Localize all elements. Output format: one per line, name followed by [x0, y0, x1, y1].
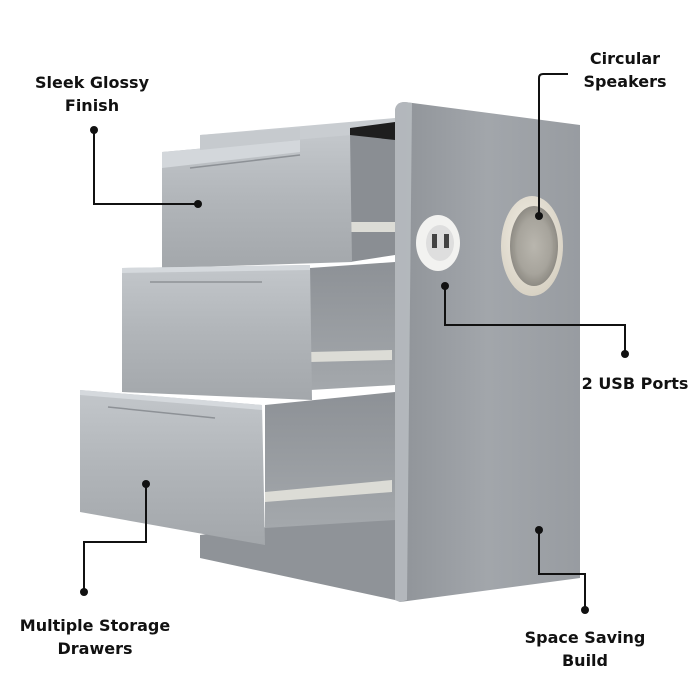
callout-space: Space Saving Build [520, 626, 650, 672]
leader-lines [83, 78, 626, 610]
leader-dots [80, 126, 629, 614]
leader-finish [93, 130, 198, 205]
callout-speakers-line2: Speakers [583, 72, 667, 91]
callout-finish-line1: Sleek Glossy [34, 73, 149, 92]
callout-usb-line1: 2 USB Ports [581, 374, 689, 393]
drawer-middle [122, 262, 395, 400]
callout-speakers: Circular Speakers [575, 47, 675, 93]
callout-space-line1: Space Saving [524, 628, 646, 647]
leader-usb [444, 286, 626, 354]
leader-space [538, 530, 586, 610]
callout-speakers-line1: Circular [589, 49, 661, 68]
callout-drawers-line2: Drawers [57, 639, 133, 658]
leader-speakers-top [538, 73, 568, 79]
drawer-top [162, 128, 395, 268]
callout-usb: 2 USB Ports [580, 372, 690, 395]
callout-finish: Sleek Glossy Finish [22, 71, 162, 117]
usb-port-module [416, 215, 460, 271]
leader-drawers [83, 484, 147, 592]
callout-space-line2: Build [561, 651, 608, 670]
callout-drawers: Multiple Storage Drawers [10, 614, 180, 660]
speaker [501, 196, 563, 296]
drawer-bottom [80, 390, 395, 545]
side-panel [395, 102, 580, 602]
callout-finish-line2: Finish [64, 96, 120, 115]
callout-drawers-line1: Multiple Storage [19, 616, 171, 635]
